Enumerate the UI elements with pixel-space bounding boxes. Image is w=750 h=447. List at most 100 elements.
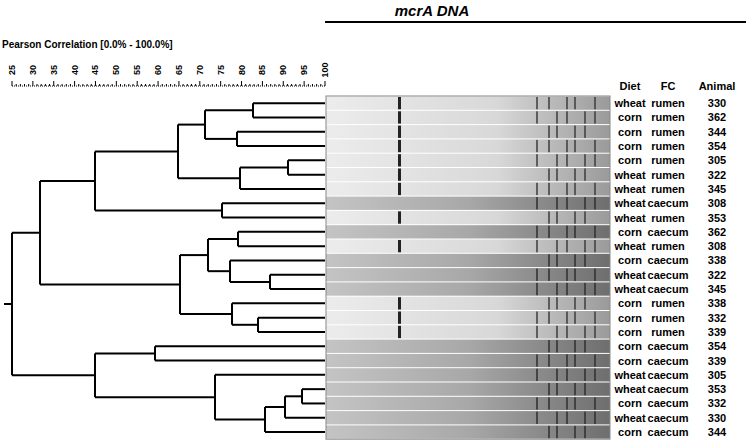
gel-band — [584, 126, 586, 138]
gel-band — [548, 97, 550, 109]
dendrogram-branch — [230, 259, 325, 261]
dendrogram-branch — [222, 217, 325, 219]
scale-tick — [270, 84, 271, 86]
gel-band — [566, 197, 568, 209]
dendrogram-branch — [285, 395, 302, 397]
gel-band — [584, 211, 586, 223]
dendrogram-branch — [237, 145, 325, 147]
gel-band — [584, 340, 586, 352]
gel-band — [548, 269, 550, 281]
diet-cell: corn — [618, 355, 642, 366]
scale-tick — [153, 84, 154, 86]
gel-band — [536, 111, 538, 123]
gel-band — [584, 369, 586, 381]
scale-number: 65 — [174, 65, 183, 75]
fc-cell: rumen — [651, 183, 685, 194]
gel-band — [398, 154, 401, 166]
animal-cell: 305 — [708, 155, 726, 166]
scale-tick — [20, 84, 21, 86]
scale-tick — [45, 84, 46, 86]
animal-cell: 308 — [708, 241, 726, 252]
gel-band — [556, 340, 558, 352]
fc-cell: caecum — [648, 427, 689, 438]
scale-tick — [82, 84, 83, 86]
gel-band — [556, 412, 558, 424]
gel-band — [556, 211, 558, 223]
scale-tick — [316, 84, 317, 86]
gel-band — [536, 97, 538, 109]
gel-band — [536, 369, 538, 381]
column-header: Animal — [699, 81, 736, 92]
gel-band — [574, 226, 576, 238]
scale-tick — [12, 81, 13, 86]
scale-number: 35 — [49, 65, 58, 75]
column-header: Diet — [620, 81, 641, 92]
gel-band — [594, 197, 596, 209]
scale-number: 60 — [154, 65, 163, 75]
gel-band — [556, 369, 558, 381]
scale-tick — [203, 84, 204, 86]
gel-band — [536, 354, 538, 366]
animal-cell: 339 — [708, 355, 726, 366]
gel-band — [574, 297, 576, 309]
gel-band — [574, 254, 576, 266]
gel-band — [548, 312, 550, 324]
gel-lane — [326, 240, 610, 253]
animal-cell: 305 — [708, 369, 726, 380]
animal-cell: 345 — [708, 284, 726, 295]
scale-tick — [183, 84, 184, 86]
gel-band — [574, 397, 576, 409]
fc-cell: rumen — [651, 326, 685, 337]
scale-tick — [103, 84, 104, 86]
animal-cell: 322 — [708, 169, 726, 180]
gel-band — [566, 240, 568, 252]
gel-band — [594, 226, 596, 238]
dendrogram-branch — [215, 419, 265, 421]
diet-cell: corn — [618, 427, 642, 438]
fc-cell: caecum — [648, 255, 689, 266]
fc-cell: caecum — [648, 341, 689, 352]
fc-cell: caecum — [648, 369, 689, 380]
gel-band — [556, 169, 558, 181]
gel-lane — [326, 354, 610, 367]
diet-cell: corn — [618, 312, 642, 323]
gel-lane — [326, 340, 610, 353]
gel-band — [548, 183, 550, 195]
scale-tick — [32, 81, 33, 86]
scale-tick — [95, 81, 96, 86]
fc-cell: caecum — [648, 384, 689, 395]
dendrogram-branch — [237, 131, 325, 133]
scale-tick — [70, 84, 71, 86]
scale-number: 100 — [321, 62, 330, 77]
diet-cell: corn — [618, 326, 642, 337]
scale-tick — [78, 84, 79, 86]
diet-cell: wheat — [614, 241, 645, 252]
scale-tick — [128, 84, 129, 86]
scale-tick — [241, 81, 242, 86]
gel-band — [566, 354, 568, 366]
gel-frame — [326, 96, 610, 439]
scale-tick — [187, 84, 188, 86]
scale-tick — [174, 84, 175, 86]
scale-number: 55 — [133, 65, 142, 75]
gel-band — [566, 326, 568, 338]
dendrogram-branch — [222, 202, 325, 204]
scale-tick — [66, 84, 67, 86]
scale-tick — [178, 81, 179, 86]
gel-band — [574, 383, 576, 395]
gel-band — [536, 226, 538, 238]
scale-tick — [212, 84, 213, 86]
diet-cell: wheat — [614, 369, 645, 380]
gel-band — [398, 326, 401, 338]
scale-tick — [41, 84, 42, 86]
dendrogram-branch — [232, 324, 258, 326]
gel-band — [556, 426, 558, 438]
gel-band — [556, 283, 558, 295]
gel-band — [594, 240, 596, 252]
chart-title: mcrA DNA — [395, 3, 469, 18]
dendrogram-branch — [238, 245, 325, 247]
scale-tick — [16, 84, 17, 86]
scale-tick — [53, 81, 54, 86]
gel-band — [398, 97, 401, 109]
scale-tick — [49, 84, 50, 86]
